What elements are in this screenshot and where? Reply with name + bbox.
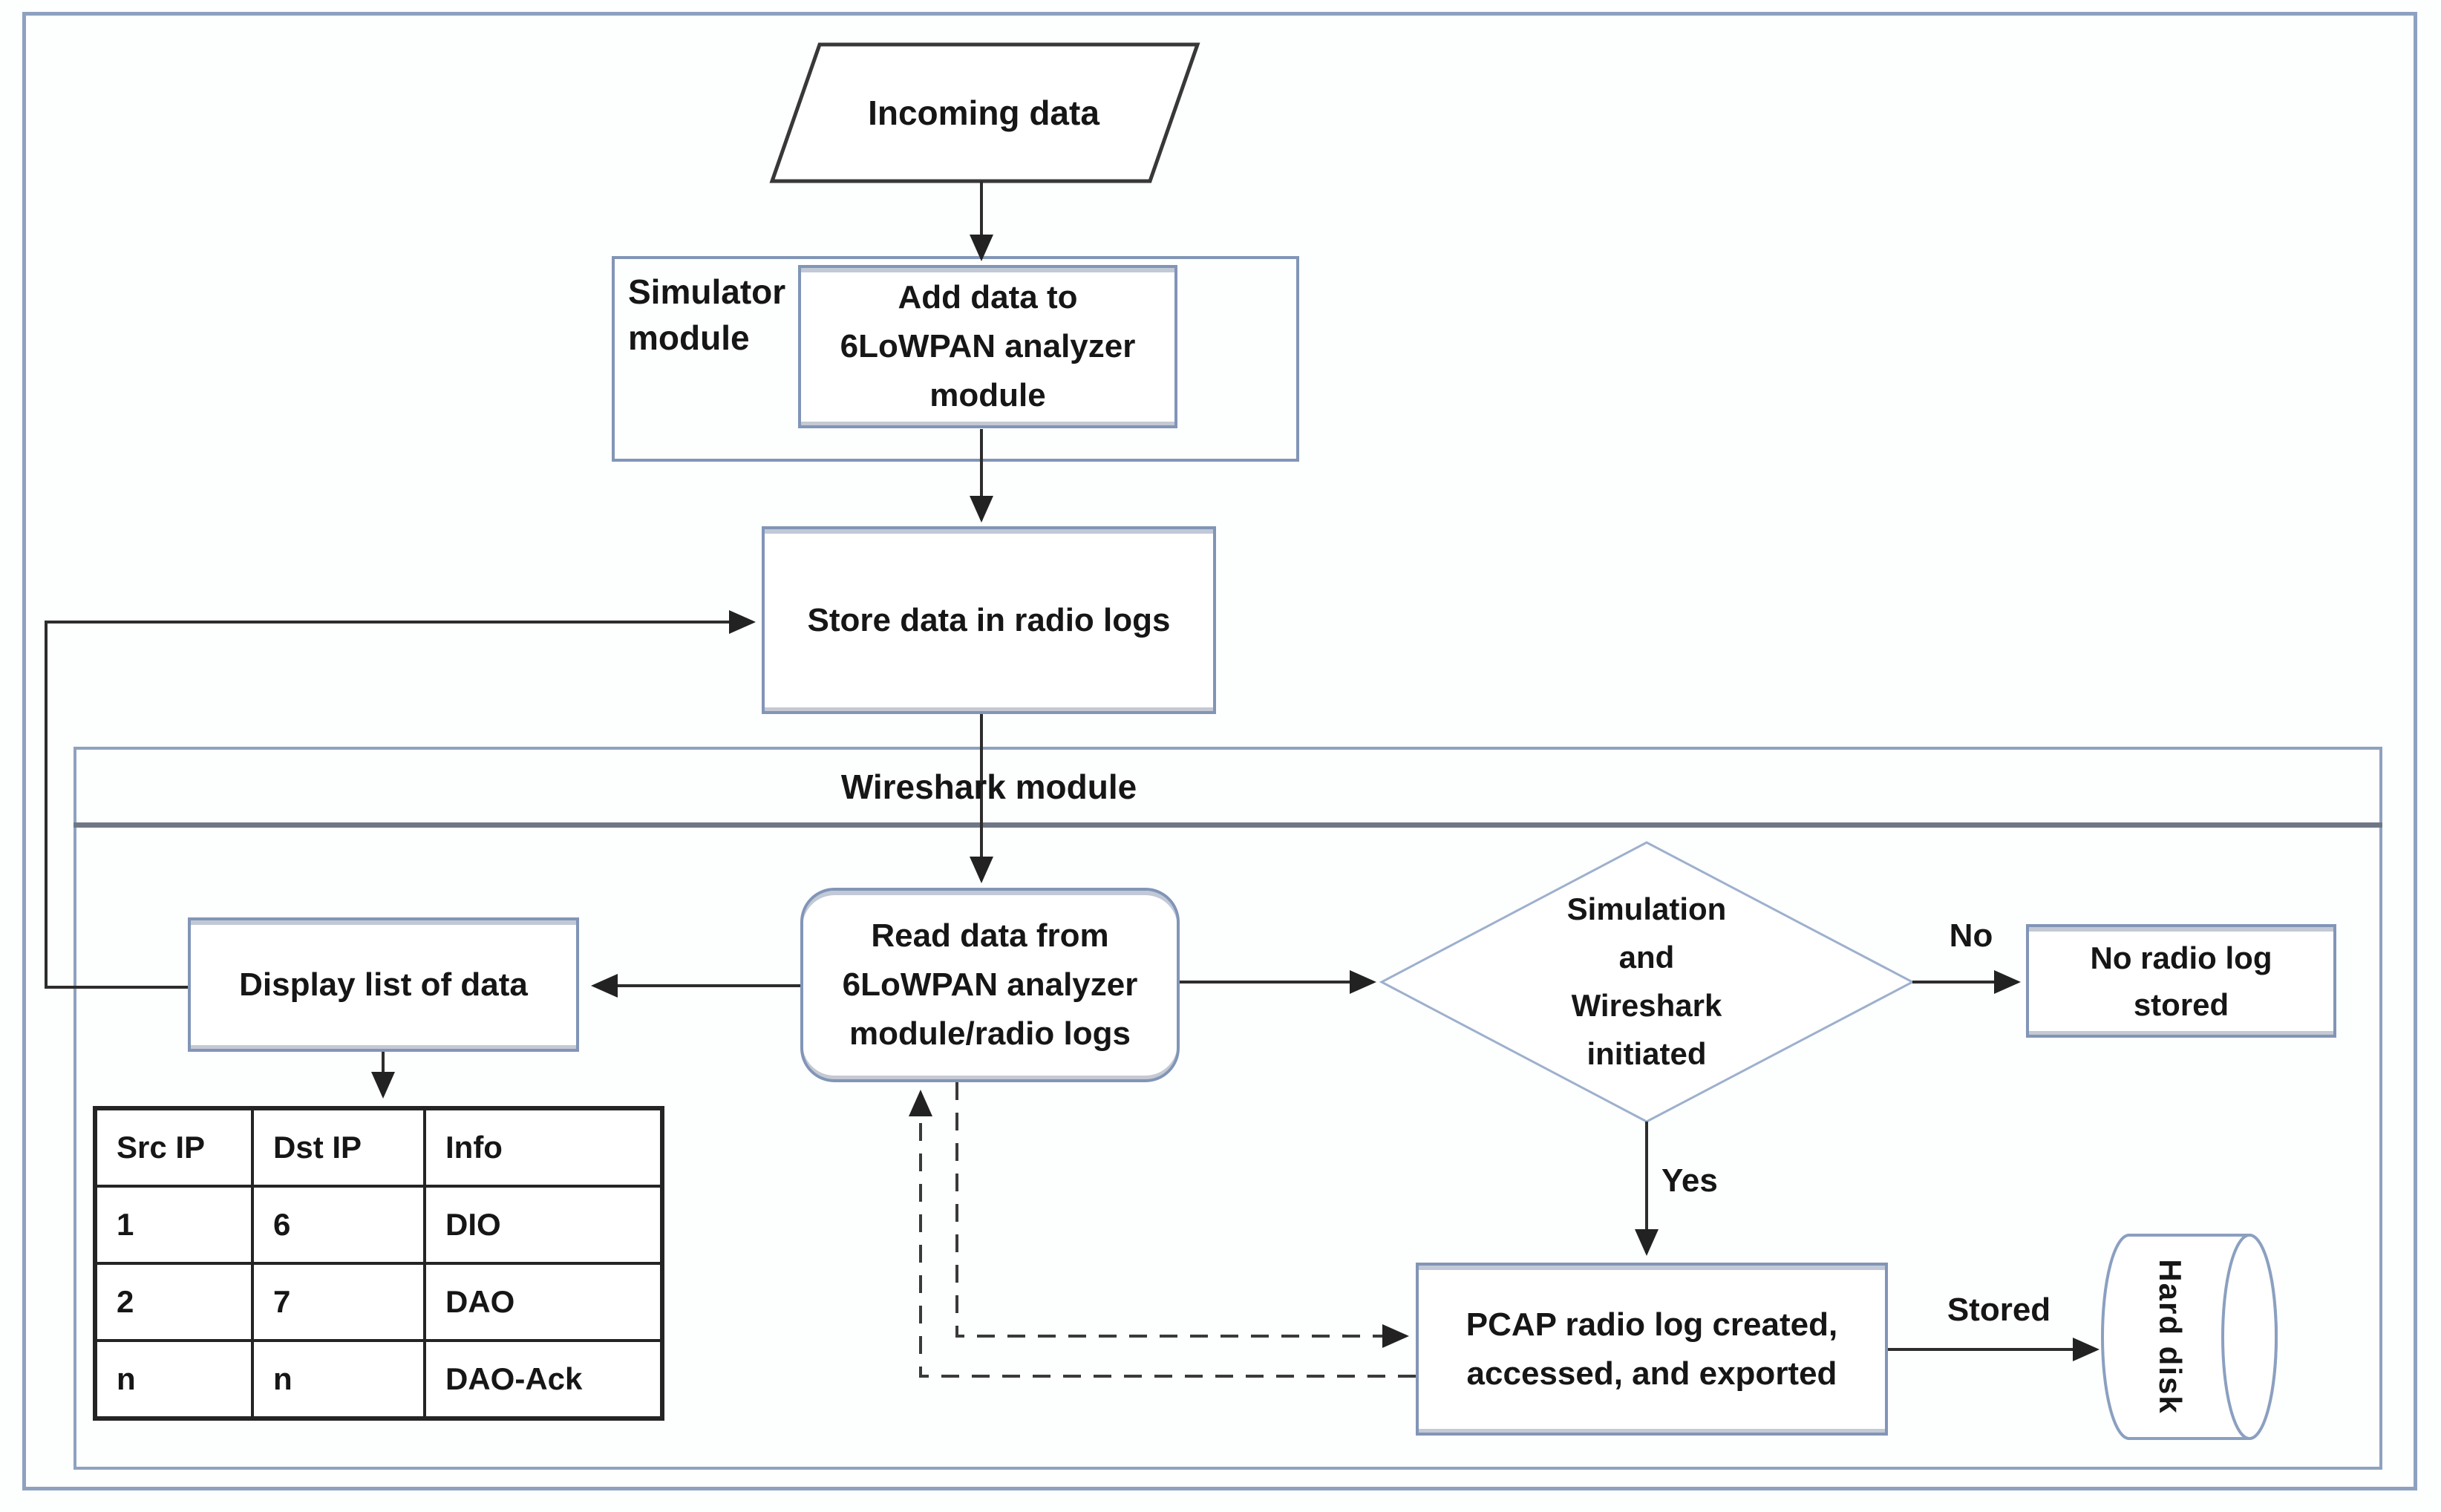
edge-read-to-pcap-dashed	[955, 1082, 1409, 1348]
wireshark-module-title: Wireshark module	[840, 768, 1137, 806]
header-info: Info	[423, 1107, 664, 1188]
packet-table: Src IP Dst IP Info 1 6 DIO 2 7 DAO n n D…	[93, 1106, 664, 1421]
hard-disk-label: Hard disk	[2153, 1259, 2188, 1415]
pcap-label: PCAP radio log created, accessed, and ex…	[1465, 1306, 1838, 1392]
store-data-label: Store data in radio logs	[807, 601, 1171, 638]
edge-pcap-to-read-dashed	[909, 1090, 1416, 1378]
add-data-node: Add data to 6LoWPAN analyzer module	[798, 265, 1177, 428]
cell-dst-ip: 7	[251, 1262, 426, 1342]
no-radio-log-node: No radio log stored	[2026, 924, 2336, 1038]
edge-label-no: No	[1949, 917, 1993, 954]
simulator-module-label: Simulator module	[628, 272, 786, 358]
edge-label-yes: Yes	[1661, 1162, 1718, 1199]
decision-label: Simulation and Wireshark initiated	[1566, 891, 1727, 1072]
display-list-node: Display list of data	[188, 917, 579, 1052]
cell-dst-ip: 6	[251, 1185, 426, 1265]
cell-src-ip: n	[94, 1339, 254, 1420]
read-data-label: Read data from 6LoWPAN analyzer module/r…	[842, 917, 1138, 1052]
header-src-ip: Src IP	[94, 1107, 254, 1188]
packet-table-header-row: Src IP Dst IP Info	[94, 1107, 664, 1188]
cell-info: DAO	[423, 1262, 664, 1342]
cell-dst-ip: n	[251, 1339, 426, 1420]
cell-src-ip: 2	[94, 1262, 254, 1342]
incoming-data-label: Incoming data	[868, 94, 1099, 132]
simulator-module-container	[612, 256, 1299, 462]
display-list-label: Display list of data	[239, 966, 528, 1003]
wireshark-module-container	[73, 747, 2382, 1470]
wireshark-band-divider	[73, 822, 2382, 828]
read-data-node: Read data from 6LoWPAN analyzer module/r…	[800, 888, 1180, 1082]
header-dst-ip: Dst IP	[251, 1107, 426, 1188]
pcap-node: PCAP radio log created, accessed, and ex…	[1416, 1263, 1888, 1436]
hard-disk-rim	[2221, 1234, 2278, 1440]
cell-info: DIO	[423, 1185, 664, 1265]
incoming-data-shape	[769, 42, 1200, 183]
edge-display-to-store-feedback	[45, 610, 756, 989]
edge-label-stored: Stored	[1947, 1292, 2051, 1328]
add-data-label: Add data to 6LoWPAN analyzer module	[840, 279, 1136, 413]
store-data-node: Store data in radio logs	[762, 526, 1216, 714]
cell-info: DAO-Ack	[423, 1339, 664, 1420]
no-radio-log-label: No radio log stored	[2090, 940, 2272, 1022]
page-border	[22, 12, 2417, 1490]
table-row: 1 6 DIO	[94, 1185, 664, 1265]
cell-src-ip: 1	[94, 1185, 254, 1265]
table-row: 2 7 DAO	[94, 1262, 664, 1342]
table-row: n n DAO-Ack	[94, 1339, 664, 1420]
